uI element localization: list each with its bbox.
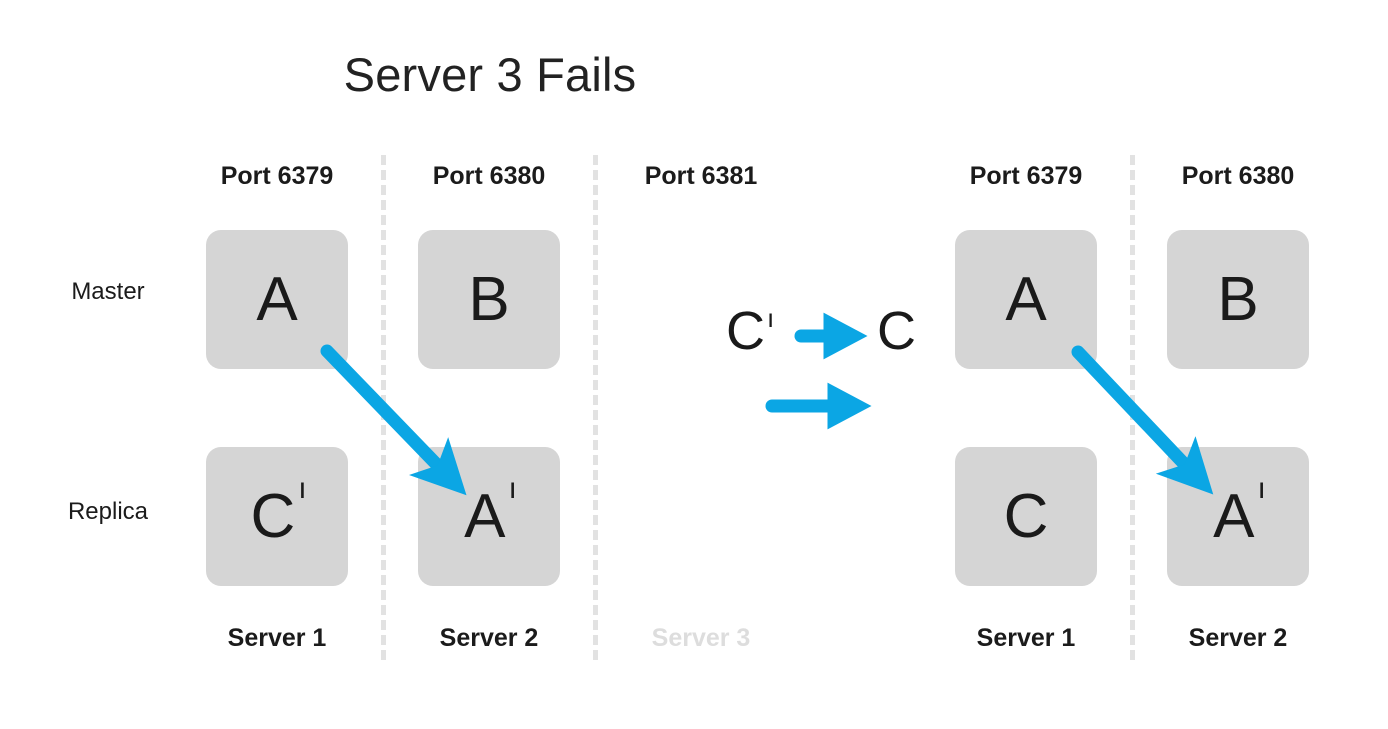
node-glyph: A	[1005, 264, 1047, 334]
server-label-right-2: Server 2	[1188, 624, 1288, 652]
node-left-server1-master[interactable]: A	[206, 230, 348, 369]
divider-left-2	[593, 155, 598, 660]
server-label-left-3: Server 3	[651, 624, 751, 652]
node-right-server2-replica[interactable]: A ı	[1167, 447, 1309, 586]
port-label-right-1: Port 6379	[969, 162, 1083, 190]
node-left-server2-master[interactable]: B	[418, 230, 560, 369]
node-glyph: B	[468, 264, 510, 334]
node-right-server1-master[interactable]: A	[955, 230, 1097, 369]
port-label-left-2: Port 6380	[432, 162, 546, 190]
prime-mark: ı	[1257, 471, 1266, 505]
prime-mark: ı	[508, 471, 517, 505]
node-right-server1-replica[interactable]: C	[955, 447, 1097, 586]
server-label-right-1: Server 1	[976, 624, 1076, 652]
transition-to: C	[877, 304, 916, 358]
node-glyph: C	[250, 481, 296, 551]
port-label-right-2: Port 6380	[1181, 162, 1295, 190]
port-label-left-1: Port 6379	[220, 162, 334, 190]
prime-mark: ı	[298, 471, 307, 505]
node-left-server1-replica[interactable]: C ı	[206, 447, 348, 586]
transition-to-letter: C	[877, 301, 916, 361]
divider-left-1	[381, 155, 386, 660]
node-glyph: A	[1213, 481, 1255, 551]
row-label-master: Master	[71, 278, 145, 305]
node-glyph: C	[1003, 481, 1049, 551]
promotion-transition: Cı C	[726, 300, 916, 362]
server-label-left-2: Server 2	[439, 624, 539, 652]
node-glyph: A	[256, 264, 298, 334]
transition-from-letter: C	[726, 301, 765, 361]
transition-from: Cı	[726, 301, 775, 361]
port-label-left-3: Port 6381	[644, 162, 758, 190]
row-label-replica: Replica	[67, 498, 149, 525]
node-glyph: A	[464, 481, 506, 551]
divider-right-1	[1130, 155, 1135, 660]
node-glyph: B	[1217, 264, 1259, 334]
node-right-server2-master[interactable]: B	[1167, 230, 1309, 369]
server-label-left-1: Server 1	[227, 624, 327, 652]
page-title: Server 3 Fails	[343, 48, 637, 101]
prime-mark: ı	[767, 303, 775, 333]
node-left-server2-replica[interactable]: A ı	[418, 447, 560, 586]
